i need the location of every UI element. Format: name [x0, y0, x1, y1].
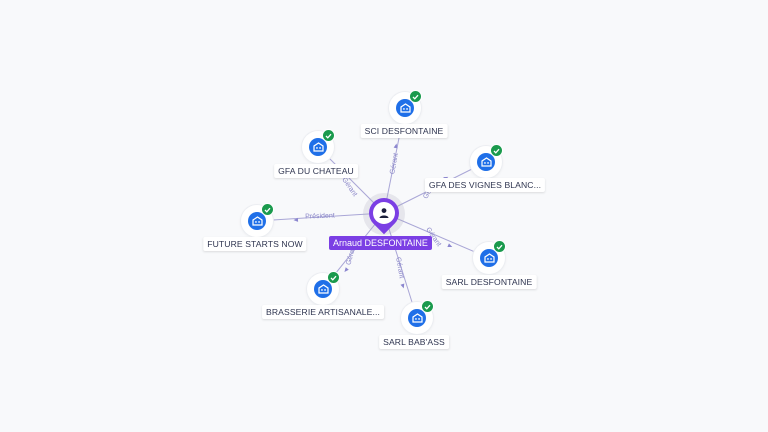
check-icon — [421, 300, 434, 313]
edge-role-label: Président — [305, 212, 335, 220]
entity-node-future[interactable] — [241, 203, 274, 237]
building-icon — [248, 212, 266, 230]
check-icon — [327, 271, 340, 284]
entity-label-babass[interactable]: SARL BAB'ASS — [379, 335, 449, 349]
edge-arrow-sci — [393, 143, 398, 149]
entity-node-gfa-vignes[interactable] — [470, 144, 503, 178]
center-node-inner — [373, 202, 395, 224]
edge-arrow-sarl-desf — [447, 243, 453, 248]
check-icon — [261, 203, 274, 216]
edge-sarl-desf — [383, 212, 490, 259]
entity-node-sarl-desf[interactable] — [473, 240, 506, 274]
person-icon — [379, 208, 389, 218]
edge-babass — [383, 212, 418, 319]
edge-arrow-brasserie — [344, 267, 349, 272]
building-icon — [477, 153, 495, 171]
building-icon — [408, 309, 426, 327]
entity-node-gfa-chateau[interactable] — [302, 129, 335, 163]
entity-label-future[interactable]: FUTURE STARTS NOW — [203, 237, 307, 251]
entity-label-sci[interactable]: SCI DESFONTAINE — [360, 124, 448, 138]
check-icon — [493, 240, 506, 253]
entity-label-gfa-vignes[interactable]: GFA DES VIGNES BLANC... — [424, 178, 546, 192]
building-icon — [314, 280, 332, 298]
check-icon — [322, 129, 335, 142]
center-person-label[interactable]: Arnaud DESFONTAINE — [329, 236, 432, 250]
building-icon — [480, 249, 498, 267]
center-person-node[interactable] — [362, 191, 406, 235]
check-icon — [490, 144, 503, 157]
entity-label-gfa-chateau[interactable]: GFA DU CHATEAU — [274, 164, 358, 178]
edge-role-label: Gérant — [394, 257, 405, 279]
entity-node-brasserie[interactable] — [307, 271, 340, 305]
edge-arrow-future — [293, 217, 299, 222]
entity-node-sci[interactable] — [389, 90, 422, 124]
edge-role-label: Gérant — [389, 153, 400, 175]
edge-role-label: Gérant — [340, 176, 358, 198]
edge-arrow-babass — [400, 283, 405, 289]
edge-future — [256, 212, 385, 222]
entity-node-babass[interactable] — [401, 300, 434, 334]
entity-label-brasserie[interactable]: BRASSERIE ARTISANALE... — [262, 305, 384, 319]
building-icon — [309, 138, 327, 156]
building-icon — [396, 99, 414, 117]
check-icon — [409, 90, 422, 103]
entity-label-sarl-desf[interactable]: SARL DESFONTAINE — [441, 275, 537, 289]
